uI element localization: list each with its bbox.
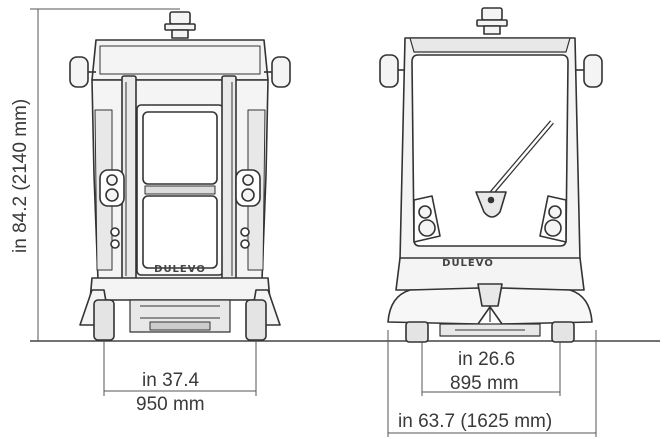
windshield <box>411 54 569 247</box>
rear-track-mm-label: 950 mm <box>136 394 205 415</box>
rear-right-wheel-icon <box>245 299 267 341</box>
front-right-wheel-icon <box>551 321 575 343</box>
rear-view-sweeper <box>69 11 291 341</box>
rear-brand-logo: DULEVO <box>154 264 206 275</box>
overall-width-label: in 63.7 (1625 mm) <box>398 411 553 432</box>
rear-left-wheel-icon <box>93 299 115 341</box>
rear-track-dimension-line <box>103 341 257 396</box>
front-right-headlight-icon <box>539 195 567 243</box>
rear-right-lamp-icon <box>235 169 261 207</box>
front-right-mirror-icon <box>575 54 603 88</box>
height-dimension-label: in 84.2 (2140 mm) <box>10 98 31 253</box>
front-brand-logo: DULEVO <box>442 258 494 269</box>
front-view-sweeper <box>379 7 603 343</box>
rear-left-mirror-icon <box>69 56 96 88</box>
front-left-wheel-icon <box>405 321 429 343</box>
rear-left-lamp-icon <box>99 169 125 207</box>
front-track-mm-label: 895 mm <box>450 373 519 394</box>
front-track-inch-label: in 26.6 <box>458 349 516 370</box>
front-beacon-icon <box>476 7 508 35</box>
front-track-dimension-line <box>421 341 561 396</box>
overall-width-dimension-line <box>387 330 597 437</box>
height-dimension-line <box>30 8 180 341</box>
right-brush-hood <box>487 287 593 325</box>
front-left-headlight-icon <box>413 195 441 243</box>
front-left-mirror-icon <box>379 54 405 88</box>
rear-track-inch-label: in 37.4 <box>142 370 200 391</box>
wiper-icon <box>475 120 554 218</box>
rear-beacon-icon <box>164 11 196 39</box>
rear-right-mirror-icon <box>264 56 291 88</box>
left-brush-hood <box>387 287 493 325</box>
